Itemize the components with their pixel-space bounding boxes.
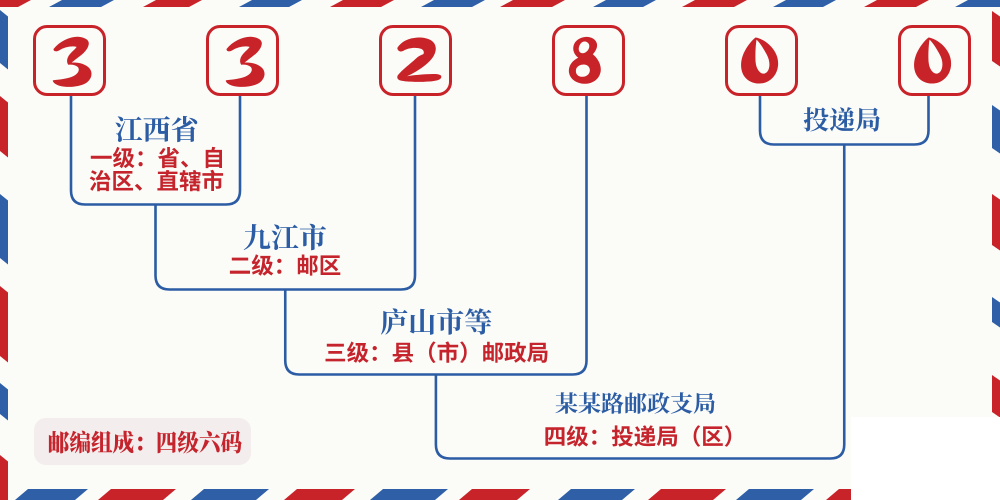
digit-box-6: 0 bbox=[898, 25, 971, 96]
caption-badge-bg bbox=[34, 418, 251, 465]
digit-glyph-5 bbox=[741, 37, 779, 84]
digit-text-4: 8 bbox=[555, 28, 622, 93]
airmail-border-right bbox=[992, 11, 1000, 417]
caption-badge: 邮编组成：四级六码 bbox=[34, 418, 251, 465]
label-level2-name: 九江市 bbox=[242, 223, 326, 251]
label-level2-desc: 二级：邮区 bbox=[228, 254, 341, 277]
text-glyph-moumou bbox=[555, 392, 715, 414]
bracket-delivery bbox=[758, 96, 930, 146]
text-glyph-lv1a bbox=[90, 146, 222, 169]
label-level4-desc: 四级：投递局（区） bbox=[536, 425, 739, 448]
digit-text-2: 3 bbox=[209, 28, 276, 93]
label-level3-desc: 三级：县（市）邮政局 bbox=[323, 341, 548, 364]
digit-box-3: 2 bbox=[379, 25, 452, 96]
text-glyph-jiangxi bbox=[115, 115, 198, 143]
text-glyph-lushan bbox=[381, 308, 492, 335]
digit-glyph-4 bbox=[568, 36, 601, 84]
label-level3-name: 庐山市等 bbox=[380, 308, 492, 336]
digit-text-5: 0 bbox=[728, 28, 795, 93]
airmail-border-bottom bbox=[15, 489, 851, 500]
digit-glyph-2 bbox=[225, 36, 265, 87]
digit-box-5: 0 bbox=[725, 25, 798, 96]
label-level1-desc2: 治区、直辖市 bbox=[88, 169, 223, 192]
label-level1-desc1: 一级：省、自 bbox=[88, 146, 223, 169]
digit-text-3: 2 bbox=[382, 28, 449, 93]
text-glyph-jiujiang bbox=[243, 223, 327, 251]
digit-glyph-3 bbox=[397, 37, 442, 82]
label-delivery: 投递局 bbox=[802, 106, 880, 132]
label-level1-name: 江西省 bbox=[114, 115, 198, 143]
text-glyph-lv1b bbox=[89, 169, 224, 192]
digit-box-2: 3 bbox=[206, 25, 279, 96]
bracket-level4 bbox=[434, 144, 846, 460]
text-glyph-lv4 bbox=[545, 425, 732, 447]
airmail-border-top bbox=[0, 0, 1000, 7]
text-glyph-toudiju bbox=[803, 107, 880, 132]
text-glyph-lv2 bbox=[229, 254, 341, 276]
white-corner-cover bbox=[851, 417, 1000, 500]
airmail-border-left bbox=[0, 10, 8, 500]
text-glyph-lv3 bbox=[325, 341, 548, 363]
text-glyph-badge bbox=[48, 430, 242, 454]
digit-glyph-6 bbox=[914, 37, 952, 84]
digit-text-6: 0 bbox=[901, 28, 968, 93]
digit-text-1: 3 bbox=[36, 28, 103, 93]
digit-box-4: 8 bbox=[552, 25, 625, 96]
label-level4-name: 某某路邮政支局 bbox=[555, 392, 716, 415]
digit-glyph-1 bbox=[52, 36, 92, 87]
digit-box-1: 3 bbox=[33, 25, 106, 96]
caption-text: 邮编组成：四级六码 bbox=[37, 430, 253, 454]
